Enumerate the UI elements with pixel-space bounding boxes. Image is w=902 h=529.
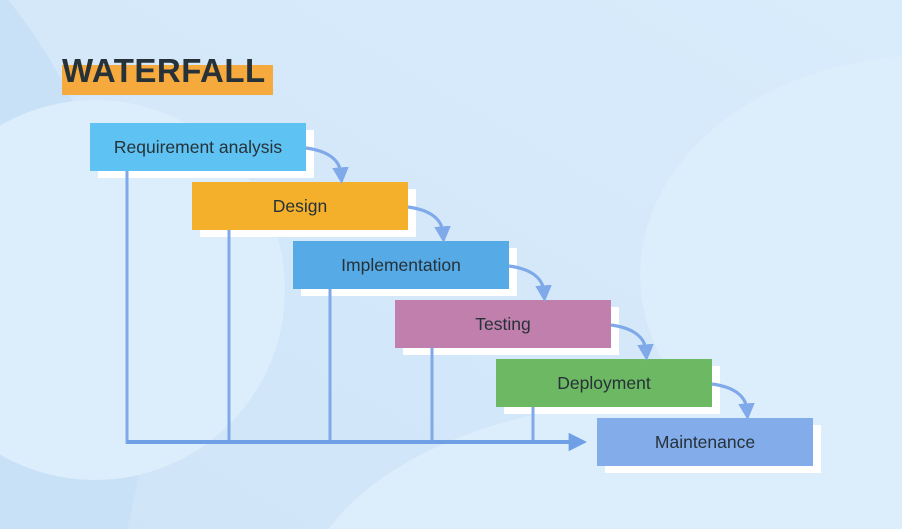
stage-label-deployment: Deployment [557,372,651,393]
stage-label-maintenance: Maintenance [654,431,756,452]
stage-label-implementation: Implementation [341,254,461,275]
title-text: WATERFALL [62,52,266,89]
flow-arrow-design-to-implementation [407,205,451,243]
stage-box-implementation: Implementation [293,241,509,289]
title-highlight [62,65,273,95]
stage-label-requirement-analysis: Requirement analysis [113,136,283,157]
flow-arrow-requirement-to-design [305,146,349,184]
stage-box-testing: Testing [395,300,611,348]
stage-label-testing: Testing [475,313,531,334]
stage-box-design: Design [192,182,408,230]
stage-box-requirement-analysis: Requirement analysis [90,123,306,171]
stage-box-maintenance: Maintenance [597,418,813,466]
stage-box-deployment: Deployment [496,359,712,407]
flow-arrow-implementation-to-testing [508,264,552,302]
diagram-title: WATERFALL [62,52,273,95]
flow-arrow-testing-to-deployment [610,323,654,361]
stage-label-design: Design [272,195,328,216]
